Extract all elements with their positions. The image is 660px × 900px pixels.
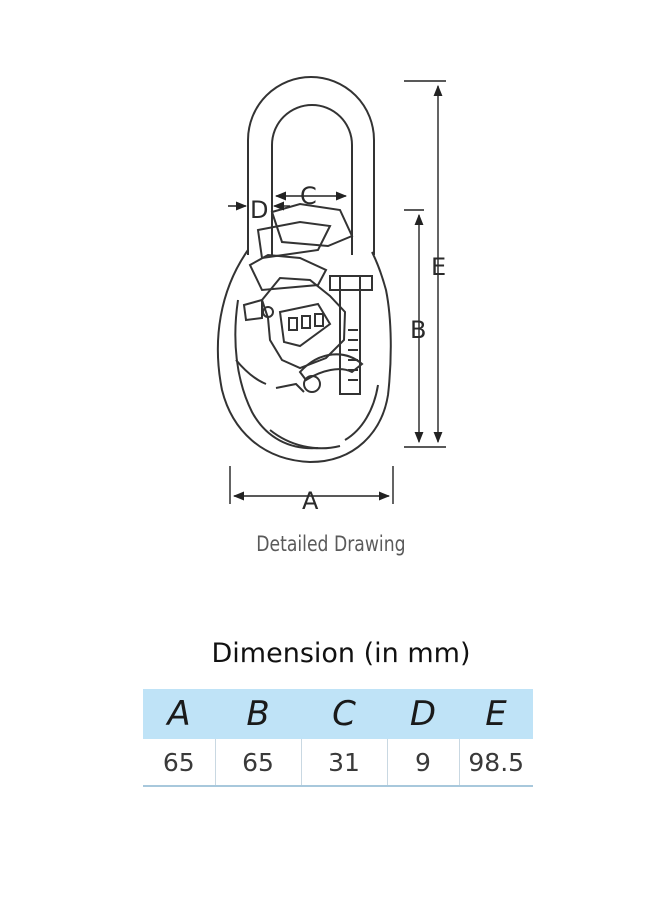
value-d: 9: [386, 739, 459, 787]
label-e: E: [431, 253, 446, 281]
shackle-outline: [216, 76, 392, 464]
dimension-header-row: A B C D E: [143, 689, 533, 739]
drawing-caption: Detailed Drawing: [256, 532, 406, 556]
header-b: B: [215, 689, 301, 739]
value-b: 65: [214, 739, 301, 787]
detailed-drawing: E B A C D: [216, 76, 446, 515]
dimension-lines: [228, 80, 446, 504]
header-d: D: [387, 689, 459, 739]
label-a: A: [302, 487, 319, 515]
label-b: B: [410, 316, 426, 344]
dimension-table: A B C D E 65 65 31 9 98.5: [143, 689, 533, 787]
header-e: E: [459, 689, 533, 739]
label-c: C: [300, 182, 317, 210]
header-c: C: [301, 689, 387, 739]
value-c: 31: [300, 739, 387, 787]
dimension-value-row: 65 65 31 9 98.5: [143, 739, 533, 787]
value-e: 98.5: [458, 739, 533, 787]
dimension-title: Dimension (in mm): [211, 638, 471, 669]
value-a: 65: [143, 739, 215, 787]
header-a: A: [143, 689, 215, 739]
label-d: D: [250, 196, 268, 224]
